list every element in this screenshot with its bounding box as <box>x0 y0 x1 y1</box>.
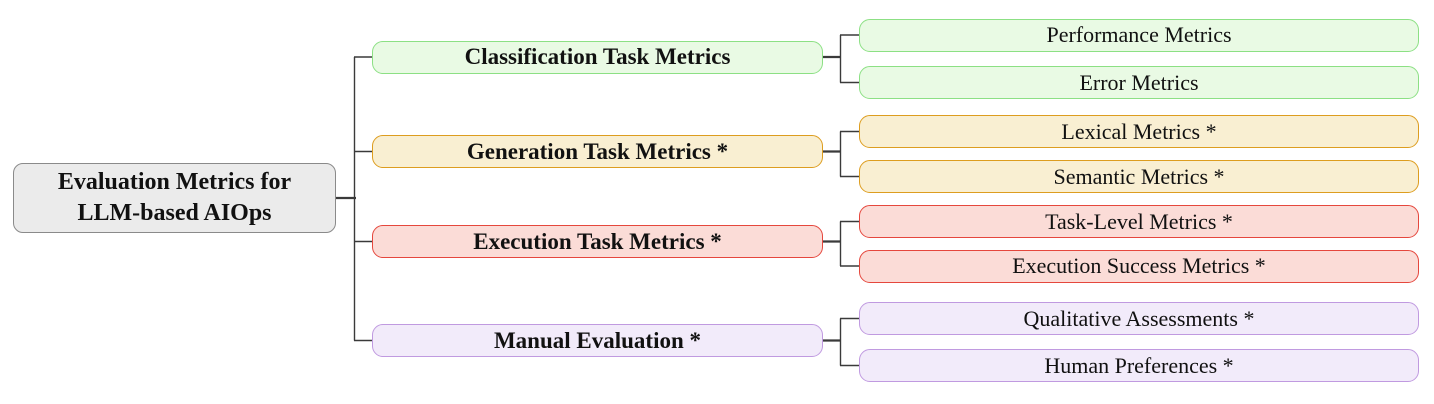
leaf-label: Qualitative Assessments * <box>1023 305 1255 331</box>
branch-label: Manual Evaluation * <box>493 327 702 353</box>
leaf-node-lexical-metrics: Lexical Metrics * <box>859 115 1419 148</box>
leaf-label: Lexical Metrics * <box>1061 118 1217 144</box>
root-label-line2: LLM-based AIOps <box>77 200 272 226</box>
branch-node-execution-task-metrics: Execution Task Metrics * <box>372 225 823 258</box>
branch-label: Execution Task Metrics * <box>473 228 722 254</box>
leaf-node-execution-success-metrics: Execution Success Metrics * <box>859 249 1419 283</box>
branch-node-classification-task-metrics: Classification Task Metrics <box>372 40 823 74</box>
leaf-node-human-preferences: Human Preferences * <box>859 349 1419 382</box>
branch-label: Classification Task Metrics <box>464 44 731 69</box>
leaf-node-task-level-metrics: Task-Level Metrics * <box>859 205 1419 238</box>
root-node: Evaluation Metrics for LLM-based AIOps <box>13 163 336 233</box>
leaf-label: Performance Metrics <box>1046 22 1232 47</box>
leaf-node-semantic-metrics: Semantic Metrics * <box>859 160 1419 193</box>
root-label-line1: Evaluation Metrics for <box>57 169 292 195</box>
branch-node-generation-task-metrics: Generation Task Metrics * <box>372 135 823 168</box>
leaf-node-performance-metrics: Performance Metrics <box>859 18 1419 52</box>
branch-label: Generation Task Metrics * <box>466 138 729 164</box>
leaf-label: Error Metrics <box>1079 69 1199 95</box>
leaf-label: Semantic Metrics * <box>1053 163 1225 189</box>
branch-node-manual-evaluation: Manual Evaluation * <box>372 324 823 357</box>
leaf-node-qualitative-assessments: Qualitative Assessments * <box>859 302 1419 335</box>
leaf-node-error-metrics: Error Metrics <box>859 66 1419 99</box>
leaf-label: Human Preferences * <box>1044 352 1234 378</box>
leaf-label: Execution Success Metrics * <box>1012 253 1266 278</box>
leaf-label: Task-Level Metrics * <box>1045 208 1233 234</box>
